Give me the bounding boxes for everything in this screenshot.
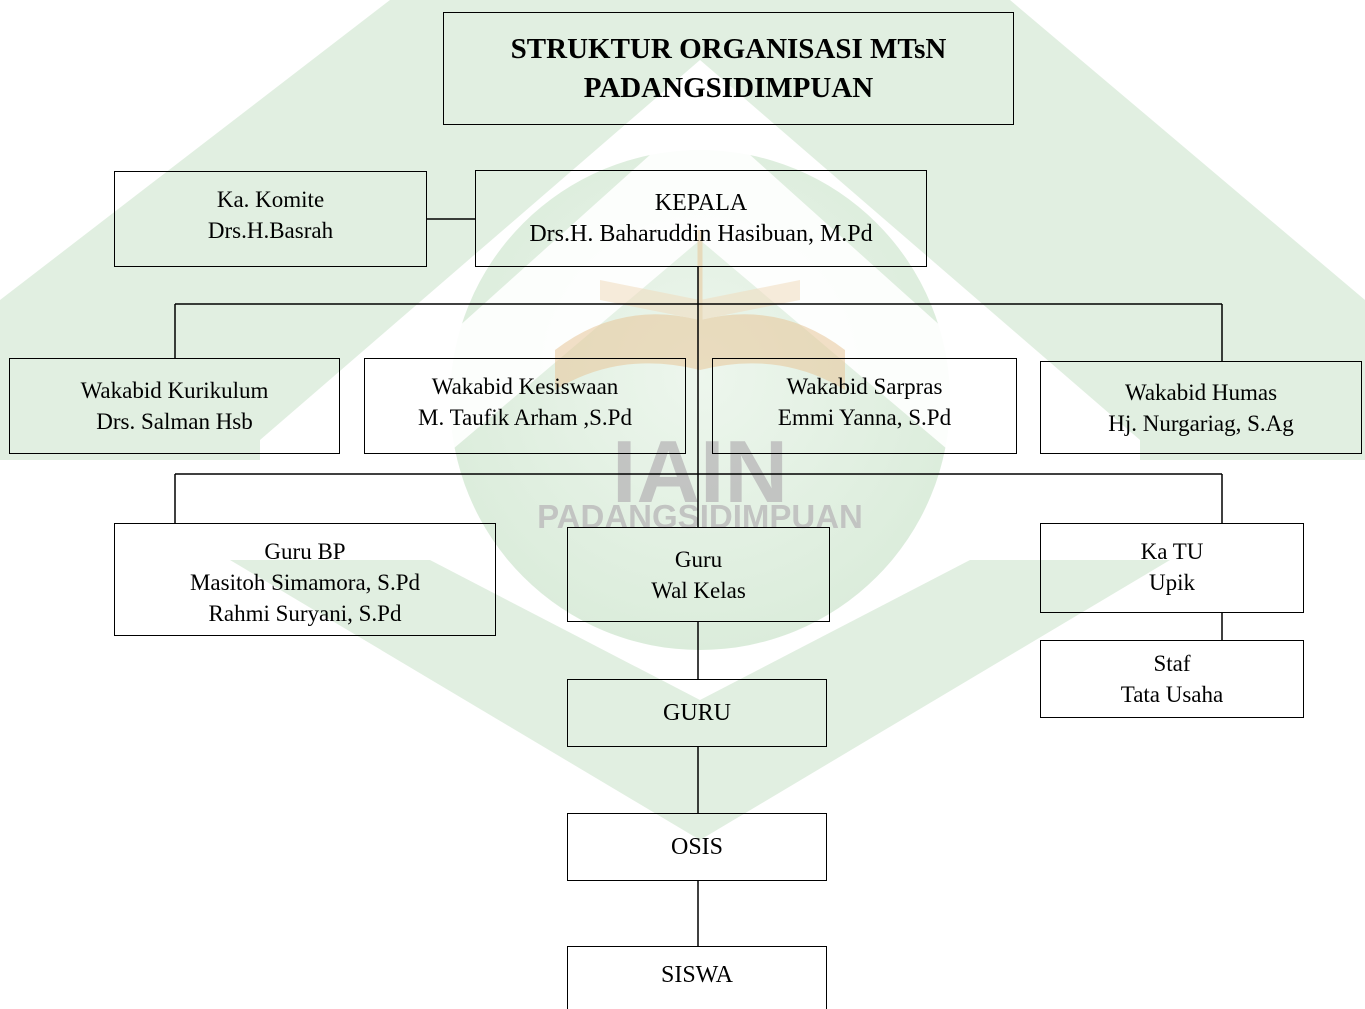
guru-wali-line1: Guru xyxy=(674,546,723,572)
wakabid-humas-box: Wakabid Humas Hj. Nurgariag, S.Ag xyxy=(1040,361,1362,454)
staf-tu-box: Staf Tata Usaha xyxy=(1040,640,1304,718)
chart-title-line1: STRUKTUR ORGANISASI MTsN xyxy=(510,32,947,65)
wakabid-kesiswaan-name: M. Taufik Arham ,S.Pd xyxy=(418,405,632,430)
guru-label: GURU xyxy=(662,699,731,726)
wakabid-humas-role: Wakabid Humas xyxy=(1124,379,1278,405)
wakabid-kurikulum-role: Wakabid Kurikulum xyxy=(80,378,269,403)
staf-tu-line2: Tata Usaha xyxy=(1120,682,1224,707)
chart-title-line2: PADANGSIDIMPUAN xyxy=(583,71,874,104)
wakabid-kurikulum-box: Wakabid Kurikulum Drs. Salman Hsb xyxy=(9,358,340,454)
staf-tu-line1: Staf xyxy=(1153,651,1191,676)
siswa-label: SISWA xyxy=(660,962,733,988)
wakabid-kurikulum-name: Drs. Salman Hsb xyxy=(96,409,253,434)
book-icon xyxy=(555,230,845,390)
kepala-role: KEPALA xyxy=(654,189,748,216)
ka-tu-name: Upik xyxy=(1149,570,1195,595)
wakabid-kesiswaan-box: Wakabid Kesiswaan M. Taufik Arham ,S.Pd xyxy=(364,358,686,454)
wakabid-sarpras-name: Emmi Yanna, S.Pd xyxy=(777,405,952,430)
siswa-box: SISWA xyxy=(567,946,827,1009)
guru-bp-name-1: Masitoh Simamora, S.Pd xyxy=(189,570,420,595)
watermark-text-iain: IAIN xyxy=(612,422,788,521)
kepala-box: KEPALA Drs.H. Baharuddin Hasibuan, M.Pd xyxy=(475,170,927,267)
guru-wali-line2: Wal Kelas xyxy=(651,577,746,603)
komite-name: Drs.H.Basrah xyxy=(207,218,334,243)
guru-bp-box: Guru BP Masitoh Simamora, S.Pd Rahmi Sur… xyxy=(114,523,496,636)
guru-wali-kelas-box: Guru Wal Kelas xyxy=(567,527,830,622)
chart-title-box: STRUKTUR ORGANISASI MTsN PADANGSIDIMPUAN xyxy=(443,12,1014,125)
osis-label: OSIS xyxy=(670,833,724,860)
guru-bp-role: Guru BP xyxy=(264,539,346,564)
ka-tu-role: Ka TU xyxy=(1140,539,1204,564)
arch-inner-shape xyxy=(310,110,1090,460)
komite-role: Ka. Komite xyxy=(216,187,325,212)
wakabid-humas-name: Hj. Nurgariag, S.Ag xyxy=(1108,410,1294,436)
guru-box: GURU xyxy=(567,679,827,747)
kepala-name: Drs.H. Baharuddin Hasibuan, M.Pd xyxy=(529,220,873,247)
arch-shape xyxy=(0,0,1365,460)
ka-tu-box: Ka TU Upik xyxy=(1040,523,1304,613)
wakabid-sarpras-role: Wakabid Sarpras xyxy=(786,374,943,399)
komite-box: Ka. Komite Drs.H.Basrah xyxy=(114,171,427,267)
osis-box: OSIS xyxy=(567,813,827,881)
wakabid-kesiswaan-role: Wakabid Kesiswaan xyxy=(431,374,619,399)
wakabid-sarpras-box: Wakabid Sarpras Emmi Yanna, S.Pd xyxy=(712,358,1017,454)
watermark-text-padangsidimpuan: PADANGSIDIMPUAN xyxy=(537,498,863,535)
guru-bp-name-2: Rahmi Suryani, S.Pd xyxy=(208,601,402,626)
bottom-chevron-shape xyxy=(230,560,1170,840)
